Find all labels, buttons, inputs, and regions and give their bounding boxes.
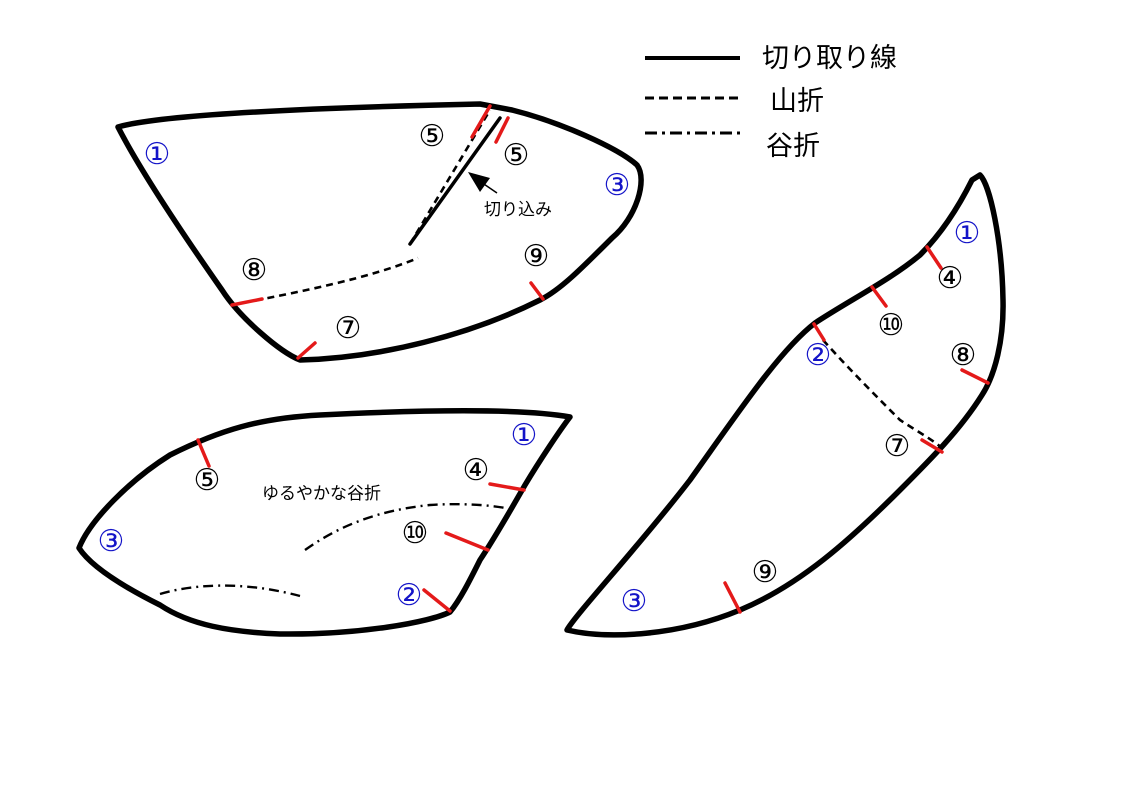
legend-mountain-fold-label: 山折: [770, 86, 824, 117]
piece-b-label-10: ⑩: [878, 308, 905, 343]
piece-b-label-9: ⑨: [752, 555, 779, 590]
piece-c-outline: [76, 408, 573, 637]
piece-a-label-8: ⑧: [241, 253, 268, 288]
piece-b-label-1: ①: [954, 216, 981, 251]
piece-a-label-5-left: ⑤: [419, 119, 446, 154]
piece-c-label-2: ②: [396, 578, 423, 613]
piece-c-marker-2: [422, 588, 452, 613]
piece-a-label-3: ③: [604, 168, 631, 203]
piece-b-marker-8: [960, 368, 990, 385]
piece-b-mountain-fold: [822, 339, 943, 449]
piece-b-marker-9: [723, 581, 742, 614]
piece-a-slit-note: 切り込み: [484, 200, 552, 220]
piece-c-label-5: ⑤: [194, 463, 221, 498]
piece-a-label-5-right: ⑤: [503, 138, 530, 173]
piece-b-label-3: ③: [621, 584, 648, 619]
piece-a-label-7: ⑦: [335, 311, 362, 346]
legend: 切り取り線 山折 谷折: [645, 43, 897, 162]
piece-b: ① ④ ⑩ ② ⑧ ⑦ ⑨ ③: [564, 172, 1006, 638]
piece-c: ① ④ ⑤ ⑩ ② ③ ゆるやかな谷折: [76, 408, 573, 637]
legend-valley-fold-label: 谷折: [766, 131, 820, 162]
piece-c-label-1: ①: [511, 418, 538, 453]
piece-b-label-7: ⑦: [884, 429, 911, 464]
piece-c-valley-fold-lower: [159, 584, 301, 598]
piece-a-marker-8: [230, 297, 264, 307]
piece-b-marker-2: [812, 322, 826, 342]
piece-a-marker-5-left: [470, 104, 492, 139]
piece-a-marker-9: [529, 281, 545, 301]
piece-c-label-4: ④: [463, 453, 490, 488]
piece-c-marker-4: [488, 482, 526, 492]
piece-c-label-3: ③: [98, 524, 125, 559]
piece-a-outline: [115, 101, 644, 363]
piece-a-slit-cut: [408, 116, 502, 246]
legend-cut-line-label: 切り取り線: [762, 43, 897, 74]
piece-c-marker-10: [444, 531, 490, 552]
piece-c-gentle-fold-note: ゆるやかな谷折: [262, 484, 381, 504]
piece-b-marker-4: [925, 245, 943, 270]
piece-b-label-2: ②: [805, 338, 832, 373]
piece-a-label-9: ⑨: [523, 239, 550, 274]
piece-b-label-8: ⑧: [950, 338, 977, 373]
piece-c-label-10: ⑩: [402, 516, 429, 551]
piece-b-label-4: ④: [937, 261, 964, 296]
piece-c-marker-5: [196, 438, 211, 468]
piece-b-marker-10: [870, 285, 888, 308]
piece-a: ① ③ ⑤ ⑤ ⑧ ⑦ ⑨ 切り込み: [115, 101, 644, 363]
piece-b-outline: [564, 172, 1006, 638]
piece-b-marker-7: [920, 438, 944, 454]
piece-a-mountain-fold-diagonal: [408, 109, 492, 245]
piece-a-label-1: ①: [144, 137, 171, 172]
piece-a-slit-arrow-icon: [468, 172, 490, 192]
piece-a-marker-5-right: [494, 116, 510, 144]
piece-a-marker-7: [296, 341, 317, 360]
